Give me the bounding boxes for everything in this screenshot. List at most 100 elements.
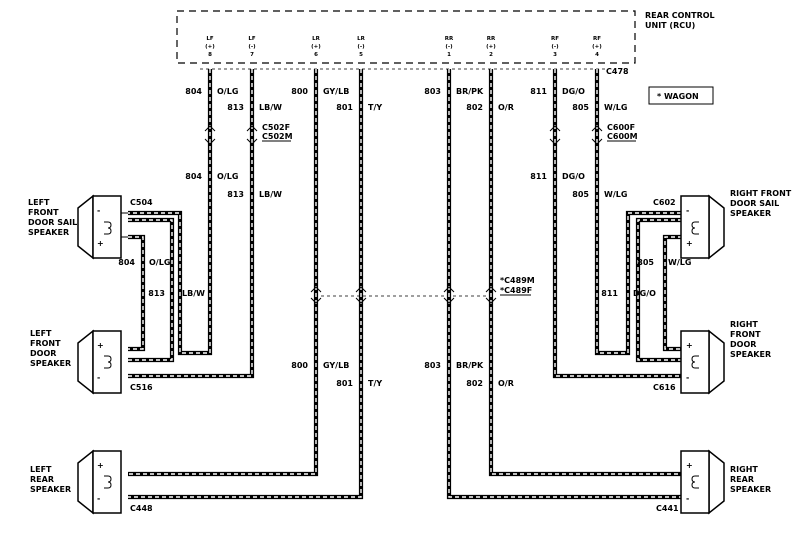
c489-chevrons: [310, 286, 497, 304]
circuit-color: DG/O: [562, 172, 585, 181]
label-line: REAR: [730, 475, 754, 484]
circuit-number: 801: [336, 103, 353, 112]
left-rear-speaker-icon: + -: [77, 449, 122, 515]
pin-name: RR: [487, 36, 496, 42]
wire-805: [594, 69, 682, 356]
label-line: DOOR: [730, 340, 756, 349]
connector-c448: C448: [130, 504, 153, 513]
circuit-number: 804: [118, 258, 135, 267]
rcu-pin-rf-minus: RF (-) 3: [551, 36, 559, 58]
wire-804: [128, 69, 213, 356]
circuit-color: W/LG: [604, 190, 627, 199]
rcu-pin-lf-plus: LF (+) 8: [205, 36, 215, 58]
left-front-sail-speaker-label: LEFT FRONT DOOR SAIL SPEAKER: [28, 198, 77, 237]
circuit-color: GY/LB: [323, 87, 349, 96]
pin-number: 5: [359, 52, 363, 58]
right-front-door-speaker-icon: + -: [680, 329, 725, 395]
circuit-number: 804: [185, 172, 202, 181]
connector-c478: C478: [606, 67, 629, 76]
rcu-pin-lr-plus: LR (+) 6: [311, 36, 321, 58]
label-802-lower: 802 O/R: [466, 379, 514, 388]
label-line: LEFT: [30, 465, 52, 474]
circuit-number: 813: [227, 103, 244, 112]
circuit-color: W/LG: [604, 103, 627, 112]
rcu-pin-lr-minus: LR (-) 5: [357, 36, 366, 58]
label-811-jumper: 811 DG/O: [601, 289, 656, 298]
label-802-upper: 802 O/R: [466, 103, 514, 112]
left-front-door-speaker-icon: + -: [77, 329, 122, 395]
label-800-lower: 800 GY/LB: [291, 361, 349, 370]
connector-c441: C441: [656, 504, 679, 513]
circuit-color: BR/PK: [456, 361, 484, 370]
wire-813-jumper: [128, 217, 175, 363]
label-line: DOOR SAIL: [730, 199, 779, 208]
label-813-jumper: 813 LB/W: [148, 289, 205, 298]
label-line: FRONT: [28, 208, 59, 217]
label-811-lower: 811 DG/O: [530, 172, 585, 181]
circuit-number: 813: [148, 289, 165, 298]
circuit-number: 805: [572, 190, 589, 199]
rcu-pin-rr-minus: RR (-) 1: [445, 36, 454, 58]
circuit-number: 805: [637, 258, 654, 267]
right-front-door-speaker-label: RIGHT FRONT DOOR SPEAKER: [730, 320, 771, 359]
pin-polarity: (-): [357, 44, 365, 50]
circuit-color: O/R: [498, 103, 514, 112]
wire-800: [128, 69, 319, 477]
label-line: SPEAKER: [730, 350, 771, 359]
rcu-title-line2: UNIT (RCU): [645, 21, 695, 30]
pin-name: RF: [551, 36, 559, 42]
terminal-plus: +: [97, 341, 104, 350]
terminal-minus: -: [686, 494, 689, 503]
terminal-minus: -: [97, 494, 100, 503]
label-line: RIGHT: [730, 465, 758, 474]
connector-c616: C616: [653, 383, 676, 392]
left-rear-speaker-label: LEFT REAR SPEAKER: [30, 465, 71, 494]
circuit-color: BR/PK: [456, 87, 484, 96]
circuit-number: 803: [424, 361, 441, 370]
circuit-color: T/Y: [368, 379, 382, 388]
label-801-upper: 801 T/Y: [336, 103, 382, 112]
circuit-number: 803: [424, 87, 441, 96]
connector-c600m: C600M: [607, 132, 638, 141]
label-line: DOOR: [30, 349, 56, 358]
circuit-color: T/Y: [368, 103, 382, 112]
wagon-legend: * WAGON: [657, 92, 699, 101]
left-front-sail-speaker-icon: - +: [77, 194, 128, 260]
label-803-upper: 803 BR/PK: [424, 87, 484, 96]
wagon-legend-box: [648, 86, 714, 105]
pin-polarity: (+): [311, 44, 321, 50]
wire-803: [446, 69, 682, 500]
label-line: RIGHT FRONT: [730, 189, 792, 198]
circuit-number: 813: [227, 190, 244, 199]
right-front-sail-speaker-icon: - +: [680, 194, 725, 260]
wire-804-jumper: [128, 234, 146, 352]
pin-polarity: (+): [592, 44, 602, 50]
left-front-door-speaker-label: LEFT FRONT DOOR SPEAKER: [30, 329, 71, 368]
circuit-number: 804: [185, 87, 202, 96]
terminal-minus: -: [686, 206, 689, 215]
terminal-minus: -: [686, 373, 689, 382]
pin-polarity: (-): [551, 44, 559, 50]
circuit-number: 811: [601, 289, 618, 298]
circuit-number: 811: [530, 87, 547, 96]
pin-name: LF: [206, 36, 214, 42]
pin-polarity: (+): [205, 44, 215, 50]
label-804-lower: 804 O/LG: [185, 172, 238, 181]
circuit-color: O/R: [498, 379, 514, 388]
label-813-lower: 813 LB/W: [227, 190, 282, 199]
rcu-pin-lf-minus: LF (-) 7: [248, 36, 256, 58]
rcu-title-line1: REAR CONTROL: [645, 11, 715, 20]
connector-c502m: C502M: [262, 132, 293, 141]
pin-number: 4: [595, 52, 599, 58]
wire-805-jumper: [662, 234, 682, 352]
label-804-upper: 804 O/LG: [185, 87, 238, 96]
label-801-lower: 801 T/Y: [336, 379, 382, 388]
c502-chevrons: [204, 125, 258, 145]
circuit-number: 802: [466, 103, 483, 112]
terminal-minus: -: [97, 206, 100, 215]
rcu-pin-rf-plus: RF (+) 4: [592, 36, 602, 58]
pin-number: 3: [553, 52, 557, 58]
circuit-color: O/LG: [149, 258, 170, 267]
right-rear-speaker-icon: + -: [680, 449, 725, 515]
